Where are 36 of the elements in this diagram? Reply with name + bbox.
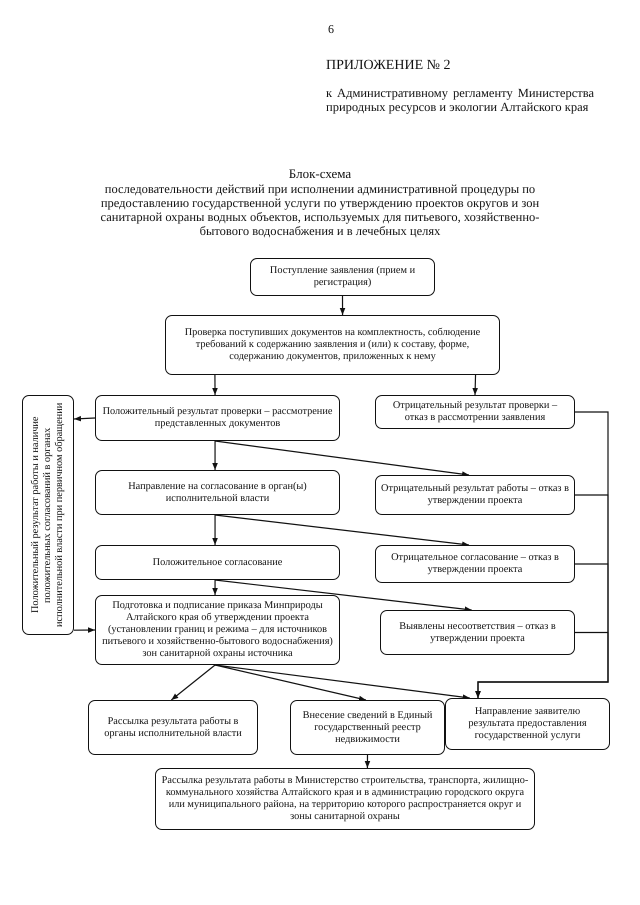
- process-box: Поступление заявления (прием и регистрация): [250, 258, 435, 296]
- arrow: [74, 416, 96, 422]
- arrow: [214, 440, 470, 477]
- process-box: Направление заявителю результата предоставления государственной услуги: [445, 698, 610, 750]
- process-box: Проверка поступивших документов на комплектность, соблюдение требований к содержанию заявления и (или) к составу, форме, содержанию документов, приложенных к нему: [165, 315, 500, 375]
- arrow: [212, 580, 218, 595]
- arrow: [214, 514, 470, 547]
- process-box: Рассылка результата работы в Министерство строительства, транспорта, жилищно-коммунального хозяйства Алтайского края и в администрацию городского округа или муниципального района, на территорию которого распространяется округ и зоны санитарной охраны: [155, 768, 535, 830]
- process-box: Подготовка и подписание приказа Минприроды Алтайского края об утверждении проекта (установлении границ и режима – для источников питьевого и хозяйственно-бытового водоснабжения) зон санитарной охраны источника: [95, 595, 340, 665]
- arrow: [364, 755, 370, 768]
- appendix-heading: ПРИЛОЖЕНИЕ № 2: [326, 58, 450, 74]
- diagram-title: Блок-схема: [288, 166, 352, 182]
- process-box: Рассылка результата работы в органы исполнительной власти: [88, 700, 258, 755]
- process-box: Положительный результат работы и наличие положительных согласований в органах исполнительной власти при первичном обращении: [22, 395, 74, 635]
- arrow: [472, 374, 478, 396]
- arrow: [214, 664, 366, 702]
- arrow: [170, 664, 216, 700]
- arrow: [212, 515, 218, 545]
- process-box: Выявлены несоответствия – отказ в утверждении проекта: [380, 610, 575, 655]
- process-box: Положительное согласование: [95, 545, 340, 580]
- process-box: Направление на согласование в орган(ы) исполнительной власти: [95, 470, 340, 515]
- appendix-reference: к Административному регламенту Министерства природных ресурсов и экологии Алтайского края: [326, 86, 594, 114]
- diagram-subtitle: последовательности действий при исполнении административной процедуры по предоставлению государственной услуги по утверждению проектов округов и зон санитарной охраны водных объектов, используемых для питьевого, хозяйственно-бытового водоснабжения и в лечебных целях: [100, 182, 540, 238]
- arrow: [475, 632, 609, 698]
- arrow: [74, 627, 95, 633]
- arrow: [212, 375, 218, 395]
- process-box: Внесение сведений в Единый государственный реестр недвижимости: [290, 700, 445, 755]
- process-box: Отрицательный результат проверки – отказ в рассмотрении заявления: [375, 395, 575, 429]
- arrow: [214, 664, 470, 700]
- arrow: [212, 441, 218, 470]
- page-number: 6: [328, 22, 334, 37]
- process-box: Положительный результат проверки – рассмотрение представленных документов: [95, 395, 340, 441]
- arrow: [340, 296, 346, 315]
- arrow: [214, 579, 472, 612]
- process-box: Отрицательный результат работы – отказ в утверждении проекта: [375, 475, 575, 515]
- process-box: Отрицательное согласование – отказ в утверждении проекта: [375, 545, 575, 583]
